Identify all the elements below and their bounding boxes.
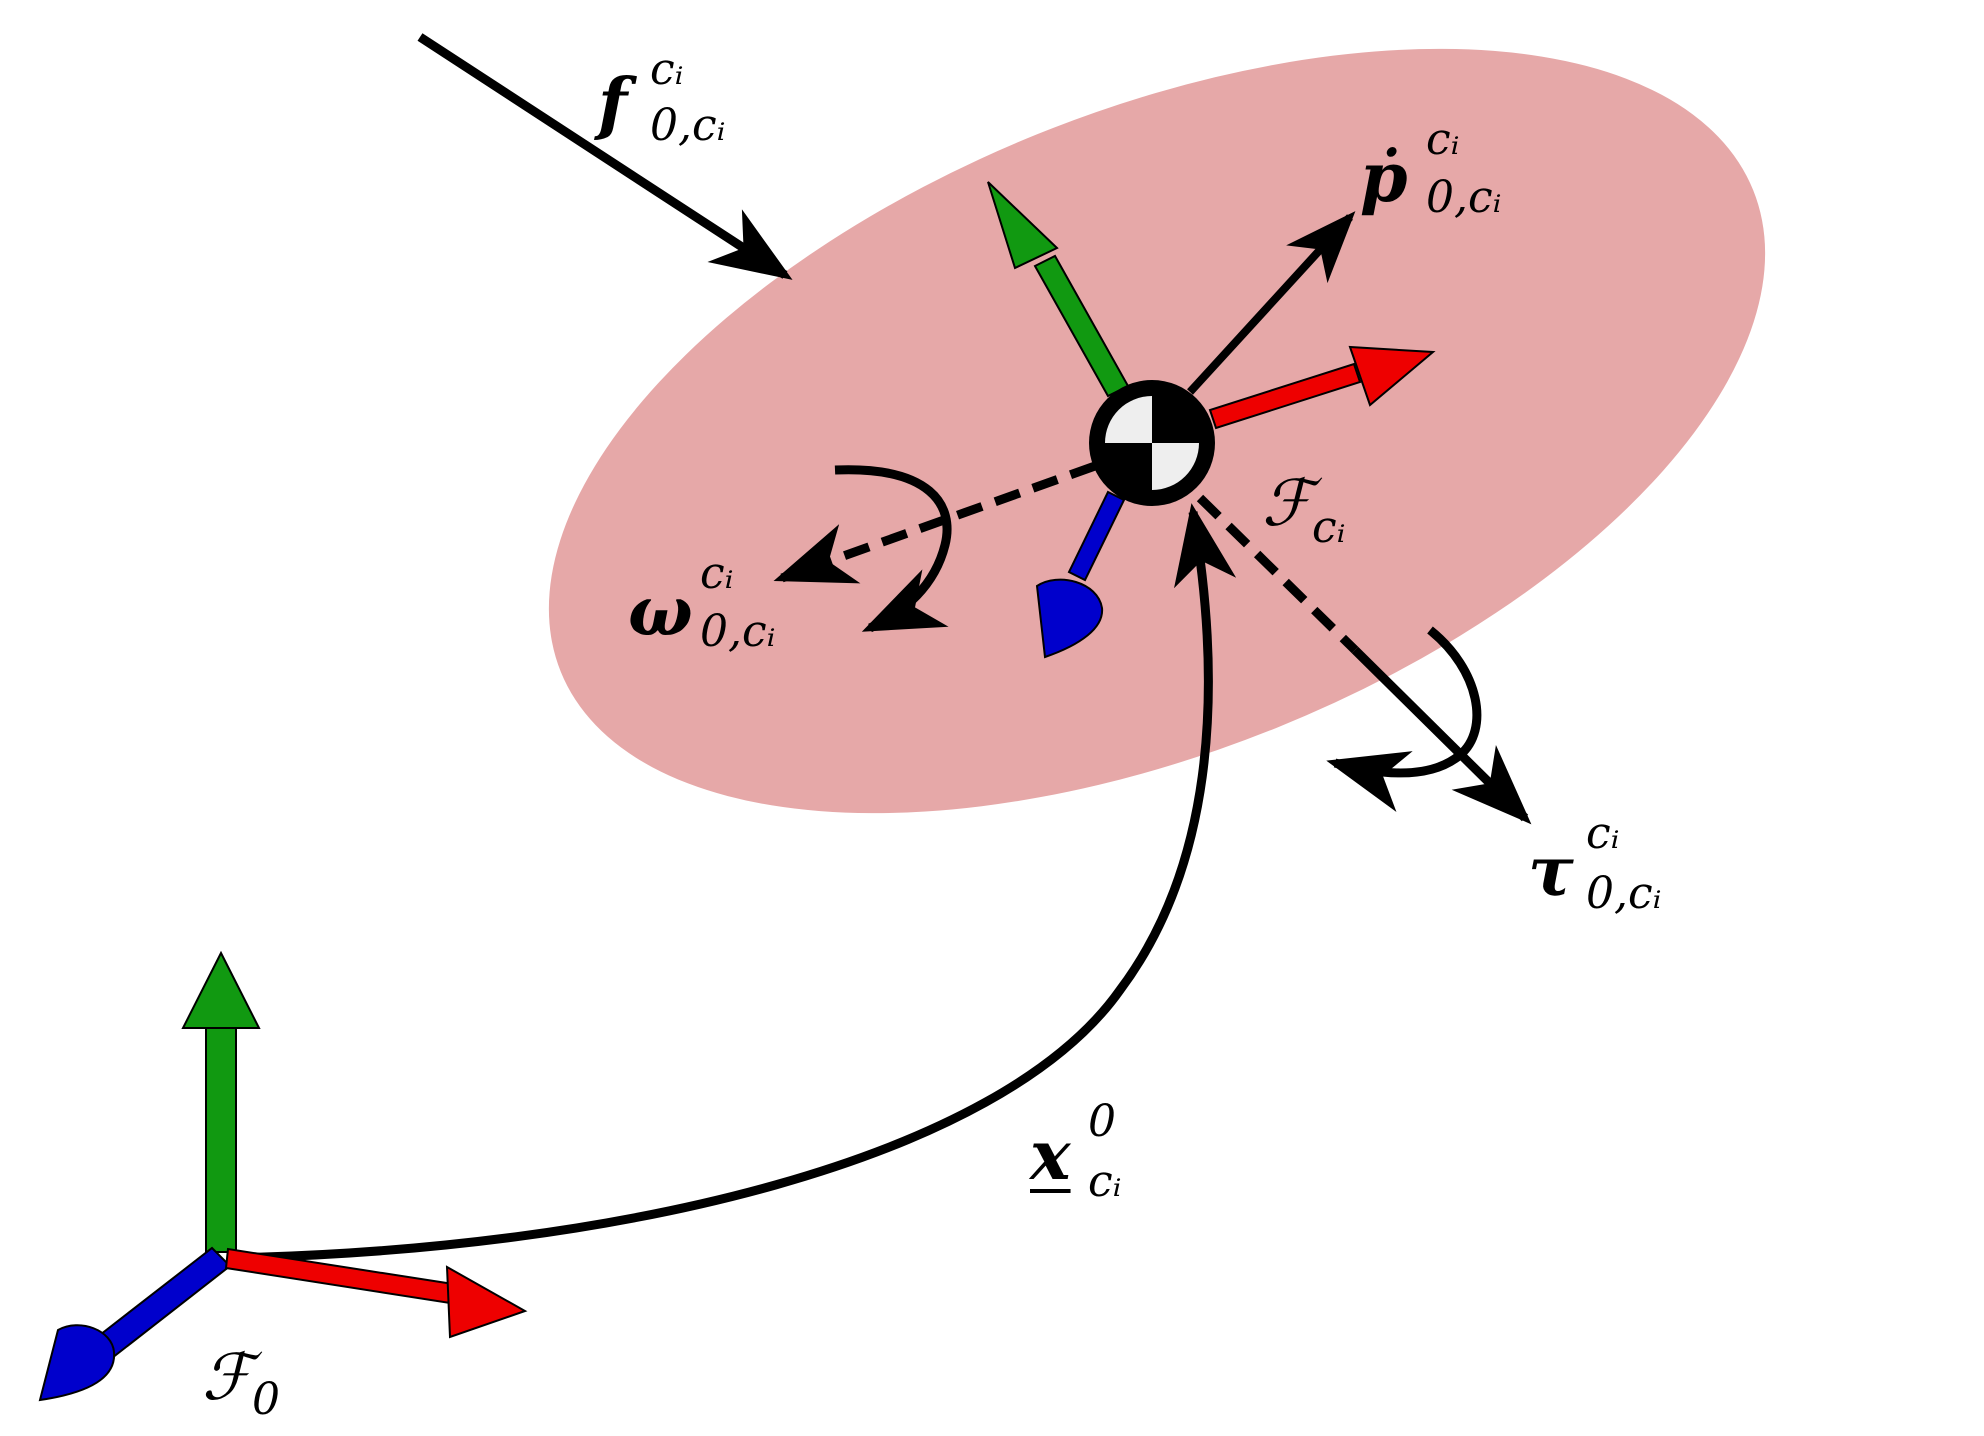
pose-curve — [229, 503, 1237, 1263]
torque-axis-dashed — [1196, 494, 1359, 654]
pose-label: x 0 cᵢ — [1030, 1096, 1122, 1207]
world-frame-axes — [38, 950, 528, 1402]
body-frame-x-axis — [1208, 362, 1362, 430]
angular-velocity-label: ω cᵢ 0,cᵢ — [628, 548, 776, 657]
center-of-mass-icon — [1089, 380, 1215, 506]
world-frame-z-arrowhead — [38, 1324, 116, 1402]
angular-velocity-axis — [773, 461, 1097, 584]
body-frame-label: ℱ cᵢ — [1262, 467, 1346, 553]
world-frame-label: ℱ 0 — [202, 1341, 280, 1425]
body-frame-z-axis — [1067, 490, 1126, 582]
torque-arrow — [1351, 646, 1532, 825]
world-frame-y-axis — [205, 1027, 237, 1253]
body-frame-y-arrowhead — [987, 181, 1059, 270]
body-frame-x-arrowhead — [1348, 345, 1436, 407]
velocity-arrow — [1187, 211, 1356, 395]
torque-rotation-arrow — [1326, 626, 1482, 812]
world-frame-y-arrowhead — [181, 950, 261, 1029]
torque-label: τ cᵢ 0,cᵢ — [1528, 808, 1662, 919]
force-label: f cᵢ 0,cᵢ — [598, 44, 726, 151]
body-frame-axes — [987, 181, 1436, 659]
force-arrow — [417, 33, 793, 280]
angular-velocity-rotation-arrow — [834, 465, 952, 633]
velocity-label: ṗ cᵢ 0,cᵢ — [1360, 114, 1502, 223]
world-frame-x-arrowhead — [445, 1265, 528, 1339]
body-frame-z-arrowhead — [1035, 578, 1104, 659]
